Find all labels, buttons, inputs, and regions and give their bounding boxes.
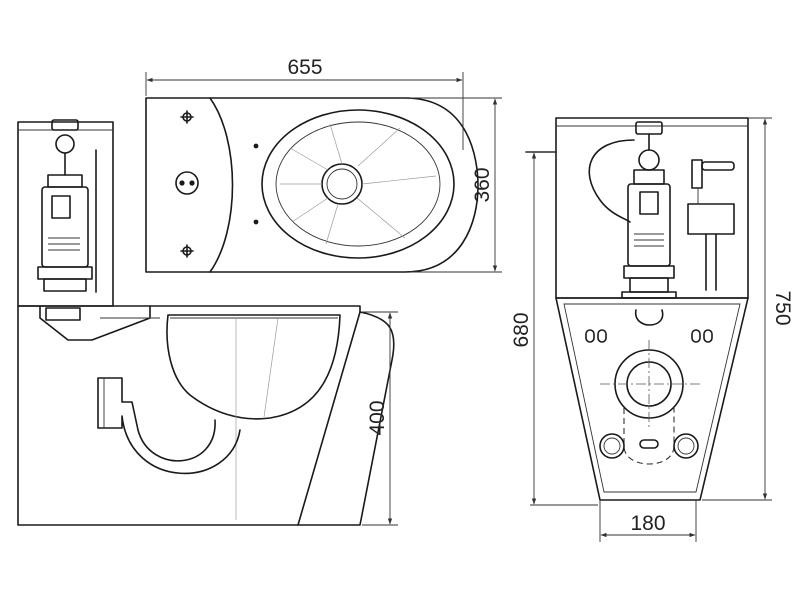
fill-valve-icon	[687, 159, 735, 291]
flush-valve-icon	[37, 119, 97, 293]
dim-front-outlet-width: 180	[630, 512, 665, 535]
flush-valve-icon	[588, 121, 677, 299]
dim-front-height-750: 750	[771, 290, 794, 325]
front-view: 680 750 180	[510, 117, 794, 542]
flush-button-icon	[175, 171, 199, 195]
side-view: 400	[17, 119, 398, 526]
dim-side-height: 400	[366, 400, 389, 435]
fixing-slot-icon	[585, 329, 713, 343]
fixing-screw-icon	[180, 244, 194, 258]
fixing-screw-icon	[180, 110, 194, 124]
dim-top-width: 655	[287, 56, 322, 79]
dim-top-depth: 360	[471, 167, 494, 202]
top-view: 655 360	[145, 56, 502, 273]
dim-front-height-680: 680	[510, 312, 533, 347]
